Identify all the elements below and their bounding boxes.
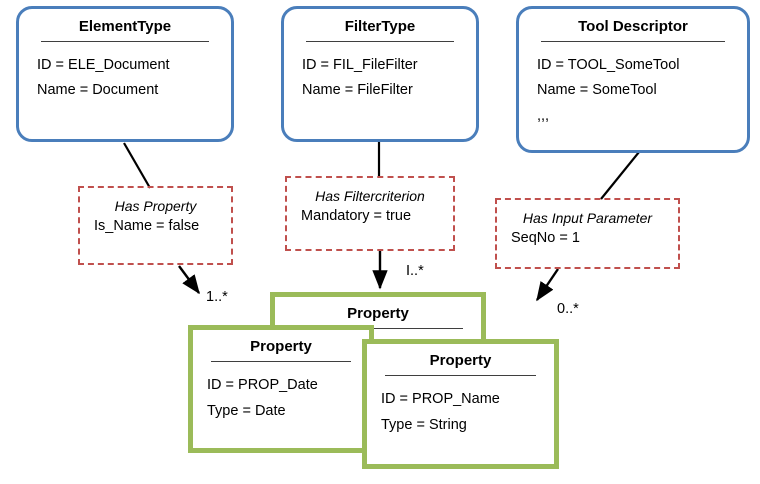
association-attribute: Is_Name = false: [94, 218, 200, 234]
association-box-has-property[interactable]: Has Property Is_Name = false: [78, 186, 233, 265]
entity-attribute-line: ID = TOOL_SomeTool: [537, 57, 680, 73]
entity-attributes: ID = ELE_Document Name = Document: [37, 53, 231, 103]
property-divider: [385, 375, 536, 376]
entity-title: FilterType: [344, 18, 416, 35]
property-attributes: ID = PROP_Name Type = String: [381, 386, 554, 438]
entity-ellipsis-line: ,,,: [537, 108, 550, 124]
entity-attribute-line: Name = Document: [37, 82, 159, 98]
property-attribute-line: Type = Date: [207, 403, 286, 419]
property-divider: [211, 361, 351, 362]
entity-box-element-type[interactable]: ElementType ID = ELE_Document Name = Doc…: [16, 6, 234, 142]
property-divider: [293, 328, 463, 329]
entity-attributes: ID = TOOL_SomeTool Name = SomeTool ,,,: [537, 53, 747, 125]
entity-attribute-line: Name = FileFilter: [302, 82, 413, 98]
entity-divider: [41, 41, 209, 42]
property-title: Property: [347, 305, 409, 322]
entity-attribute-line: Name = SomeTool: [537, 82, 657, 98]
entity-title: ElementType: [78, 18, 172, 35]
property-box-date[interactable]: Property ID = PROP_Date Type = Date: [188, 325, 374, 453]
entity-divider: [541, 41, 725, 42]
entity-box-filter-type[interactable]: FilterType ID = FIL_FileFilter Name = Fi…: [281, 6, 479, 142]
entity-attributes: ID = FIL_FileFilter Name = FileFilter: [302, 53, 476, 103]
edge-hasproperty-to-property: [178, 265, 200, 295]
property-attributes: ID = PROP_Date Type = Date: [207, 372, 369, 424]
association-attribute: SeqNo = 1: [511, 230, 580, 246]
entity-box-tool-descriptor[interactable]: Tool Descriptor ID = TOOL_SomeTool Name …: [516, 6, 750, 153]
property-attribute-line: ID = PROP_Date: [207, 377, 318, 393]
entity-attribute-line: ID = ELE_Document: [37, 57, 170, 73]
edge-elementtype-to-hasproperty: [123, 142, 151, 189]
property-title: Property: [250, 338, 312, 355]
entity-divider: [306, 41, 454, 42]
property-attribute-line: ID = PROP_Name: [381, 391, 500, 407]
association-box-has-input-parameter[interactable]: Has Input Parameter SeqNo = 1: [495, 198, 680, 269]
edge-hasinputparameter-to-property: [536, 268, 559, 302]
property-attribute-line: Type = String: [381, 417, 467, 433]
property-title: Property: [429, 352, 492, 369]
multiplicity-label-has-filtercriterion: I..*: [406, 263, 424, 279]
multiplicity-label-has-input-parameter: 0..*: [557, 301, 579, 317]
association-box-has-filtercriterion[interactable]: Has Filtercriterion Mandatory = true: [285, 176, 455, 251]
entity-attribute-line: ID = FIL_FileFilter: [302, 57, 418, 73]
edge-tooldescriptor-to-hasinputparameter: [600, 151, 640, 200]
association-title: Has Filtercriterion: [315, 188, 425, 204]
property-box-name[interactable]: Property ID = PROP_Name Type = String: [362, 339, 559, 469]
entity-title: Tool Descriptor: [578, 18, 688, 35]
association-attribute: Mandatory = true: [301, 208, 412, 224]
multiplicity-label-has-property: 1..*: [206, 289, 228, 305]
association-title: Has Input Parameter: [522, 210, 653, 226]
association-title: Has Property: [114, 198, 197, 214]
